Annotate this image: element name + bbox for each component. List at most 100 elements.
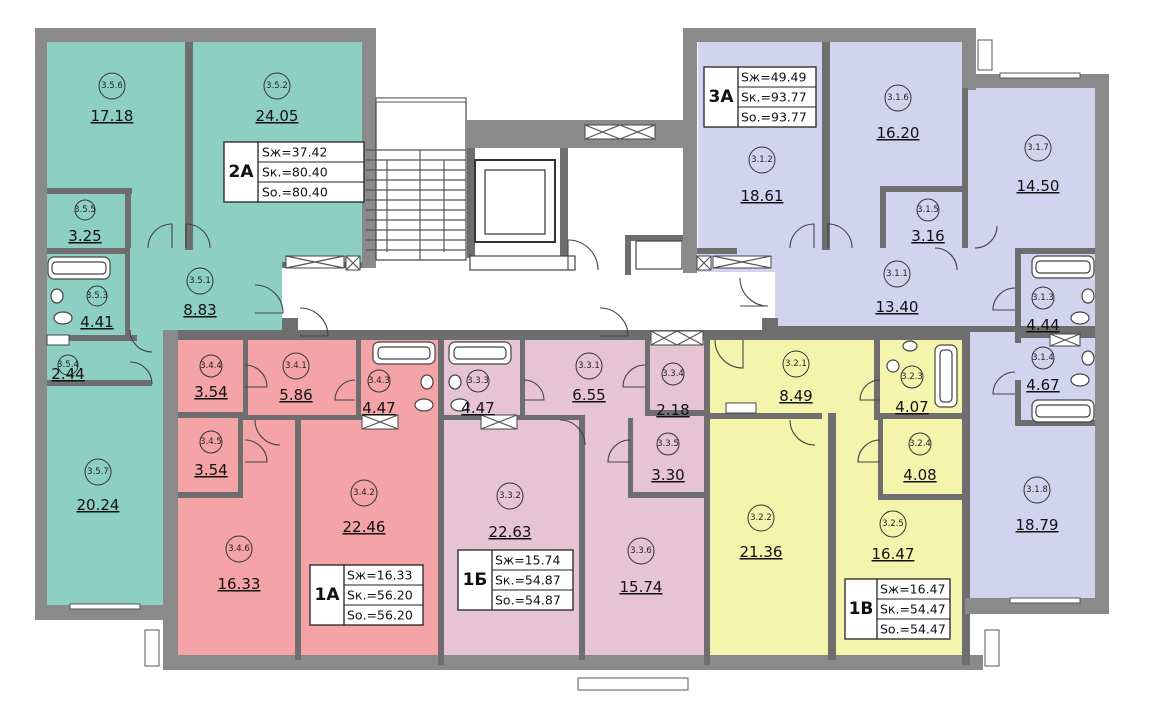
total-area-stat: Sк.=54.47	[880, 602, 946, 617]
room-label: 3.1.218.61	[741, 146, 784, 205]
windows	[69, 39, 1081, 691]
overall-area-stat: Sо.=54.47	[880, 622, 946, 637]
toilet-icon	[1070, 311, 1090, 325]
room-label: 3.4.616.33	[218, 535, 260, 593]
room-id-circle	[1024, 134, 1052, 162]
room-area: 18.61	[741, 187, 784, 205]
apartment-1b-summary: 1Б Sж=15.74 Sк.=54.87 Sо.=54.87	[457, 549, 574, 611]
room-area: 4.41	[80, 313, 113, 331]
room-id-circle	[350, 479, 378, 507]
room-area: 21.36	[740, 543, 783, 561]
toilet-icon	[53, 311, 73, 325]
sink-icon	[1081, 350, 1095, 366]
room-area: 4.67	[1026, 376, 1059, 394]
living-area-stat: Sж=37.42	[262, 145, 327, 160]
toilet-icon	[902, 340, 918, 352]
room-label: 3.1.616.20	[877, 84, 919, 142]
room-label: 3.1.113.40	[876, 260, 919, 316]
room-area: 5.86	[279, 386, 312, 404]
room-id: 3.2.5	[882, 519, 904, 529]
apartment-type-label: 1А	[315, 585, 341, 605]
room-label: 3.5.224.05	[256, 72, 298, 125]
total-area-stat: Sк.=80.40	[262, 165, 328, 180]
stairwell	[375, 97, 467, 261]
room-id-circle	[367, 369, 391, 393]
walls	[35, 28, 1109, 670]
room-id: 3.5.3	[86, 291, 108, 301]
overall-area-stat: Sо.=54.87	[495, 593, 561, 608]
room-id-circle	[186, 267, 214, 295]
elevator-shaft	[474, 159, 556, 243]
room-id-circle	[879, 510, 907, 538]
room-area: 8.83	[183, 301, 216, 319]
room-id: 3.2.2	[750, 513, 772, 523]
overall-area-stat: Sо.=80.40	[262, 185, 328, 200]
bathroom-fixtures	[47, 255, 1095, 423]
room-area: 15.74	[620, 578, 663, 596]
room-id: 3.3.6	[630, 546, 652, 556]
sink-icon	[420, 374, 434, 390]
room-area: 18.79	[1016, 516, 1059, 534]
stair-and-lift-core	[46, 97, 1081, 430]
room-label: 3.4.15.86	[279, 352, 313, 404]
room-label: 3.4.222.46	[343, 479, 385, 536]
room-id-circle	[84, 458, 112, 486]
room-id: 3.3.4	[662, 369, 684, 379]
room-area: 22.63	[489, 523, 532, 541]
room-id-circle	[263, 72, 291, 100]
room-id-circle	[466, 369, 490, 393]
room-label: 3.3.16.55	[572, 352, 606, 404]
room-id-circle	[86, 285, 108, 307]
room-area: 2.18	[656, 401, 689, 419]
room-id: 3.1.7	[1027, 143, 1049, 153]
room-id: 3.2.3	[901, 372, 923, 382]
sink-icon	[448, 374, 462, 390]
room-area: 4.07	[895, 398, 928, 416]
room-area: 13.40	[876, 298, 919, 316]
room-label: 3.2.516.47	[872, 510, 914, 563]
room-area: 4.08	[903, 466, 936, 484]
room-label: 3.5.6 17.18	[91, 72, 134, 125]
room-area: 2.44	[51, 365, 84, 383]
room-id-circle	[1031, 346, 1055, 370]
room-area: 3.16	[911, 227, 944, 245]
room-id: 3.4.4	[200, 361, 222, 371]
room-label: 3.2.44.08	[903, 432, 937, 484]
room-label: 3.4.34.47	[362, 369, 396, 417]
apartment-2a-summary: 2А Sж=37.42 Sк.=80.40 Sо.=80.40	[223, 141, 365, 203]
room-id: 3.3.3	[467, 376, 489, 386]
room-area: 3.54	[194, 461, 227, 479]
room-id: 3.4.3	[368, 376, 390, 386]
room-area: 3.54	[194, 383, 227, 401]
total-area-stat: Sк.=54.87	[495, 573, 561, 588]
room-id-circle	[225, 535, 253, 563]
room-id-circle	[782, 350, 810, 378]
room-id-circle	[575, 352, 603, 380]
room-label: 3.5.42.44	[51, 354, 85, 383]
overall-area-stat: Sо.=56.20	[347, 608, 413, 623]
room-id: 3.3.5	[657, 439, 679, 449]
room-label: 3.3.5 3.30	[651, 432, 685, 484]
room-label: 3.1.34.44	[1026, 286, 1060, 334]
room-id: 3.5.7	[87, 467, 109, 477]
room-area: 17.18	[91, 107, 134, 125]
apartment-3a-summary: 3А Sж=49.49 Sк.=93.77 Sо.=93.77	[703, 66, 817, 128]
stair-treads	[366, 149, 466, 251]
room-id: 3.5.6	[101, 81, 123, 91]
room-label: 3.3.222.63	[489, 482, 532, 541]
room-id-circle	[627, 537, 655, 565]
room-area: 3.30	[651, 466, 684, 484]
room-id: 3.4.2	[353, 488, 375, 498]
room-id-circle	[908, 432, 932, 456]
total-area-stat: Sк.=93.77	[741, 90, 807, 105]
room-label: 3.1.44.67	[1026, 346, 1060, 394]
room-label: 3.4.53.54	[194, 430, 228, 479]
room-id: 3.3.1	[578, 361, 600, 371]
room-label: 3.5.53.25	[68, 199, 102, 245]
room-label: 3.1.5 3.16	[911, 198, 945, 245]
room-id: 3.5.2	[266, 81, 288, 91]
room-id-circle	[74, 199, 96, 221]
room-id: 3.1.5	[917, 205, 939, 215]
sink-icon	[886, 359, 900, 373]
living-area-stat: Sж=49.49	[741, 70, 807, 85]
